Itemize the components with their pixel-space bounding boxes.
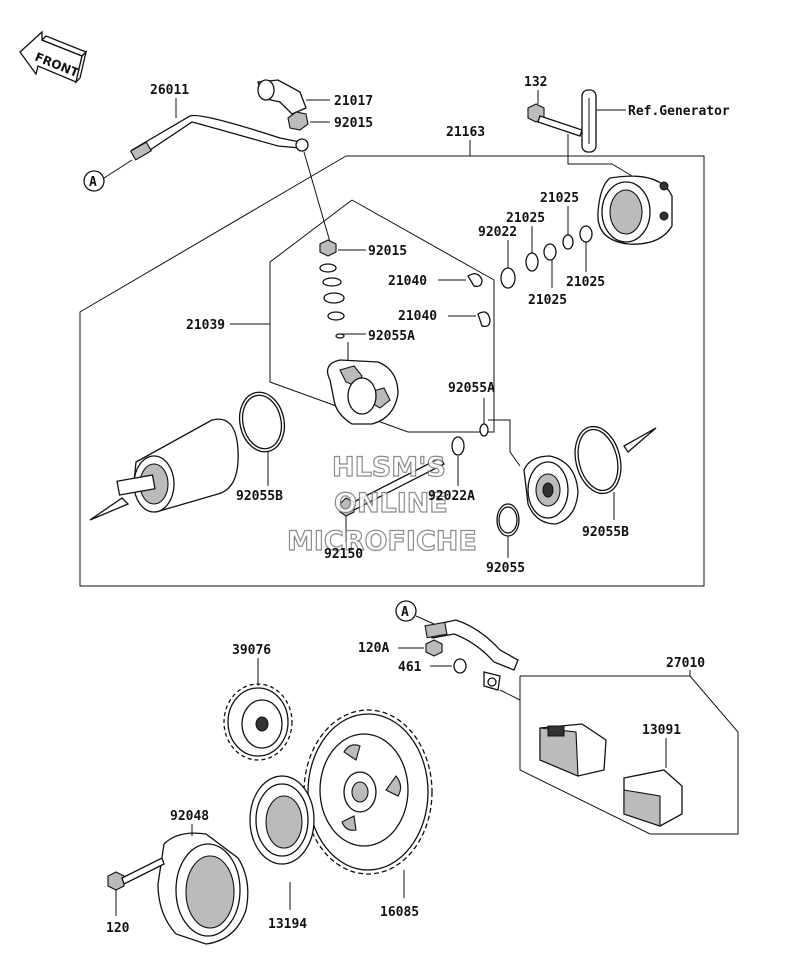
- label-16085: 16085: [380, 905, 419, 920]
- relay-box-outline: [499, 670, 739, 835]
- label-13091: 13091: [642, 723, 681, 738]
- label-92015-lower: 92015: [368, 244, 407, 259]
- brush-spring-clips: [438, 273, 491, 328]
- label-39076: 39076: [232, 643, 271, 658]
- bolt-120a: [398, 639, 443, 657]
- o-ring-92055: [496, 503, 520, 558]
- nut-461: [430, 658, 467, 674]
- label-92055b-left: 92055B: [236, 489, 283, 504]
- label-120: 120: [106, 921, 130, 936]
- motor-yoke: [89, 418, 239, 521]
- connector-marker-a-lower: A: [395, 600, 435, 625]
- terminal-boot: [257, 79, 330, 115]
- label-21025-a: 21025: [540, 191, 579, 206]
- label-92055a-upper: 92055A: [368, 329, 415, 344]
- right-end-cover: [597, 175, 673, 245]
- brush-holder-plate: [326, 333, 399, 425]
- label-27010: 27010: [666, 656, 705, 671]
- through-bolt: [339, 457, 445, 542]
- label-92022: 92022: [478, 225, 517, 240]
- label-92048: 92048: [170, 809, 209, 824]
- clutch-housing: [157, 824, 249, 945]
- o-ring-left: [238, 391, 286, 486]
- o-ring-right: [574, 425, 657, 520]
- front-arrow-indicator: FRONT: [19, 30, 88, 85]
- label-21040-a: 21040: [388, 274, 427, 289]
- front-end-cover: [523, 455, 579, 525]
- label-21017: 21017: [334, 94, 373, 109]
- connector-marker-a-lower-label: A: [401, 605, 409, 620]
- label-92015-top: 92015: [334, 116, 373, 131]
- starter-motor-assembly-outline: [79, 140, 705, 587]
- label-21040-b: 21040: [398, 309, 437, 324]
- one-way-clutch: [249, 775, 315, 910]
- part-labels: 26011 21017 92015 21163 132 Ref.Generato…: [106, 75, 730, 936]
- starter-cable: [103, 114, 309, 179]
- label-92055b-right: 92055B: [582, 525, 629, 540]
- label-92055: 92055: [486, 561, 525, 576]
- relay-cover: [623, 738, 683, 827]
- label-21039: 21039: [186, 318, 225, 333]
- idle-gear: [223, 658, 293, 761]
- relay-cable: [424, 619, 519, 691]
- bolt-120: [107, 857, 165, 916]
- label-21025-c: 21025: [566, 275, 605, 290]
- label-13194: 13194: [268, 917, 307, 932]
- starter-relay: [539, 723, 607, 777]
- terminal-insulator-stack: [319, 239, 366, 339]
- label-26011: 26011: [150, 83, 189, 98]
- watermark-line-3: MICROFICHE: [287, 526, 477, 557]
- label-92150: 92150: [324, 547, 363, 562]
- watermark-line-1: HLSM'S: [332, 452, 446, 483]
- connector-marker-a: A: [83, 170, 105, 192]
- washer-92022a: [451, 436, 465, 486]
- label-21025-d: 21025: [528, 293, 567, 308]
- label-120a: 120A: [358, 641, 389, 656]
- label-461: 461: [398, 660, 422, 675]
- label-21163: 21163: [446, 125, 485, 140]
- watermark-line-2: ONLINE: [334, 488, 448, 519]
- nut-top: [287, 111, 330, 131]
- leader-lines: [175, 98, 270, 325]
- generator-bracket: [567, 89, 633, 177]
- label-21025-b: 21025: [506, 211, 545, 226]
- label-132: 132: [524, 75, 547, 90]
- o-ring-small: [479, 398, 521, 467]
- label-92055a-lower: 92055A: [448, 381, 495, 396]
- connector-marker-a-label: A: [89, 175, 97, 190]
- label-92022a: 92022A: [428, 489, 475, 504]
- label-ref-generator: Ref.Generator: [628, 104, 730, 119]
- washer-set: [500, 206, 593, 289]
- starter-clutch-gear: [303, 709, 433, 898]
- bolt-132: [527, 90, 583, 137]
- watermark: HLSM'S ONLINE MICROFICHE: [286, 451, 477, 557]
